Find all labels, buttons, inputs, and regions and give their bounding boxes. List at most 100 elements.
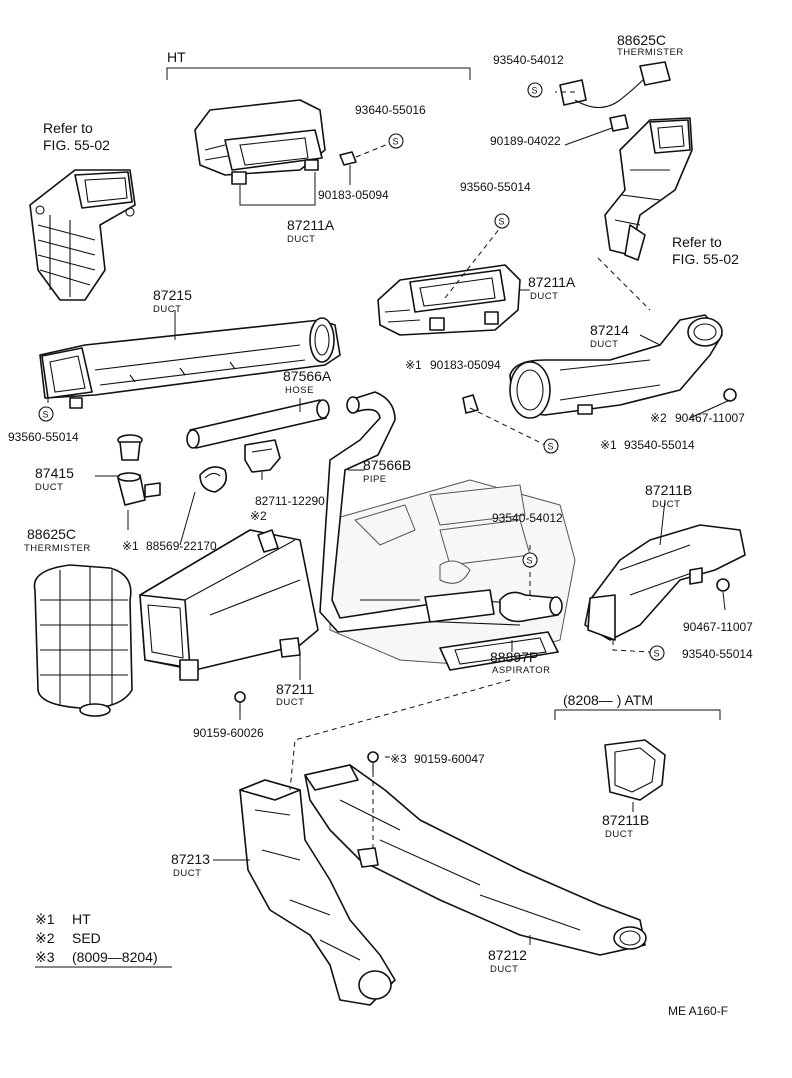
part-number: 87212 (488, 947, 527, 963)
part-subtitle: DUCT (605, 829, 633, 840)
part-subtitle: DUCT (652, 499, 680, 510)
atm-bracket (554, 709, 721, 720)
svg-text:S: S (499, 217, 505, 227)
part-number: 87211B (645, 482, 692, 498)
part-number: 90467-11007 (675, 411, 745, 425)
part-number: 90467-11007 (683, 620, 753, 634)
part-number: 93540-54012 (492, 511, 563, 525)
svg-text:※1: ※1 (35, 911, 55, 927)
svg-text:※2: ※2 (250, 509, 267, 523)
marker-1: ※1 (122, 539, 139, 553)
clip-90183-b (462, 394, 479, 414)
duct-87215 (39, 317, 341, 409)
part-number: 90183-05094 (430, 358, 501, 372)
svg-text:(8009—8204): (8009—8204) (72, 949, 158, 965)
svg-text:S: S (532, 86, 538, 96)
svg-text:S: S (527, 556, 533, 566)
part-number: 93540-54012 (493, 53, 564, 67)
intake-duct-right (604, 117, 693, 261)
s-symbol: S (38, 406, 54, 422)
legend-item: ※3 (8009—8204) (35, 949, 158, 965)
blower-motor (33, 564, 133, 717)
part-number: 87215 (153, 287, 192, 303)
rivet-90467-a (723, 388, 737, 402)
intake-duct-left (29, 169, 136, 301)
thermister-left (117, 472, 161, 506)
part-number: 93560-55014 (8, 430, 79, 444)
svg-text:※3: ※3 (35, 949, 55, 965)
duct-87211a-top (194, 99, 326, 185)
part-number: 87211A (528, 274, 576, 290)
screw-90159-60026 (234, 691, 246, 712)
aspirator (439, 591, 563, 671)
hose-87566a (186, 399, 330, 449)
marker-1: ※1 (405, 358, 422, 372)
part-subtitle: DUCT (35, 482, 63, 493)
s-symbol: S (543, 438, 559, 454)
part-number: 82711-12290 (255, 494, 325, 508)
svg-text:S: S (393, 137, 399, 147)
svg-text:※1: ※1 (122, 539, 139, 553)
part-number: 87211 (276, 681, 314, 697)
clip-90183-a (339, 151, 357, 166)
part-number: 90183-05094 (318, 188, 389, 202)
refer-right-line2: FIG. 55-02 (672, 251, 739, 267)
part-number: 88569-22170 (146, 539, 217, 553)
part-number: 90159-60026 (193, 726, 264, 740)
svg-text:HT: HT (72, 911, 91, 927)
part-subtitle: THERMISTER (617, 47, 684, 58)
marker-1: ※1 (600, 438, 617, 452)
part-number: 88897P (490, 649, 538, 665)
part-subtitle: PIPE (363, 474, 387, 485)
refer-left-line2: FIG. 55-02 (43, 137, 110, 153)
ht-bracket (166, 67, 471, 80)
svg-text:※2: ※2 (35, 930, 55, 946)
svg-text:※1: ※1 (405, 358, 422, 372)
hose-clamp (199, 466, 228, 493)
svg-text:※1: ※1 (600, 438, 617, 452)
part-number: 88625C (27, 526, 76, 542)
part-number: 87214 (590, 322, 629, 338)
part-number: 93540-55014 (682, 647, 753, 661)
duct-87211b-atm (604, 739, 666, 801)
leader-lines (95, 127, 731, 945)
part-number: 93640-55016 (355, 103, 426, 117)
part-subtitle: DUCT (530, 291, 558, 302)
duct-87213 (239, 779, 396, 1006)
duct-87211b-right (584, 524, 746, 641)
pipe-87566b (319, 391, 495, 633)
part-subtitle: THERMISTER (24, 543, 91, 554)
rivet-90467-b (716, 578, 730, 592)
duct-87211a-mid (377, 264, 521, 336)
part-subtitle: DUCT (153, 304, 181, 315)
svg-text:※3: ※3 (390, 752, 407, 766)
duct-87211 (139, 529, 319, 681)
svg-text:※2: ※2 (650, 411, 667, 425)
part-subtitle: DUCT (490, 964, 518, 975)
s-symbol: S (388, 133, 404, 149)
part-subtitle: DUCT (173, 868, 201, 879)
part-number: 87566A (283, 368, 332, 384)
part-number: 93540-55014 (624, 438, 695, 452)
legend: ※1 HT ※2 SED ※3 (8009—8204) (35, 911, 172, 968)
marker-2: ※2 (250, 509, 267, 523)
part-number: 88625C (617, 32, 666, 48)
duct-87214 (509, 314, 723, 419)
part-number: 90189-04022 (490, 134, 561, 148)
dashed-leaders (47, 91, 651, 850)
part-number: 87211A (287, 217, 335, 233)
duct-87212 (304, 764, 647, 956)
refer-right-line1: Refer to (672, 234, 722, 250)
part-subtitle: DUCT (276, 697, 304, 708)
s-symbol: S (494, 213, 510, 229)
svg-text:S: S (548, 442, 554, 452)
part-subtitle: HOSE (285, 385, 314, 396)
s-symbol: S (527, 82, 543, 98)
svg-text:S: S (43, 410, 49, 420)
s-symbol: S (522, 552, 538, 568)
part-subtitle: DUCT (287, 234, 315, 245)
part-subtitle: ASPIRATOR (492, 665, 551, 676)
s-symbol: S (649, 645, 665, 661)
refer-left-line1: Refer to (43, 120, 93, 136)
